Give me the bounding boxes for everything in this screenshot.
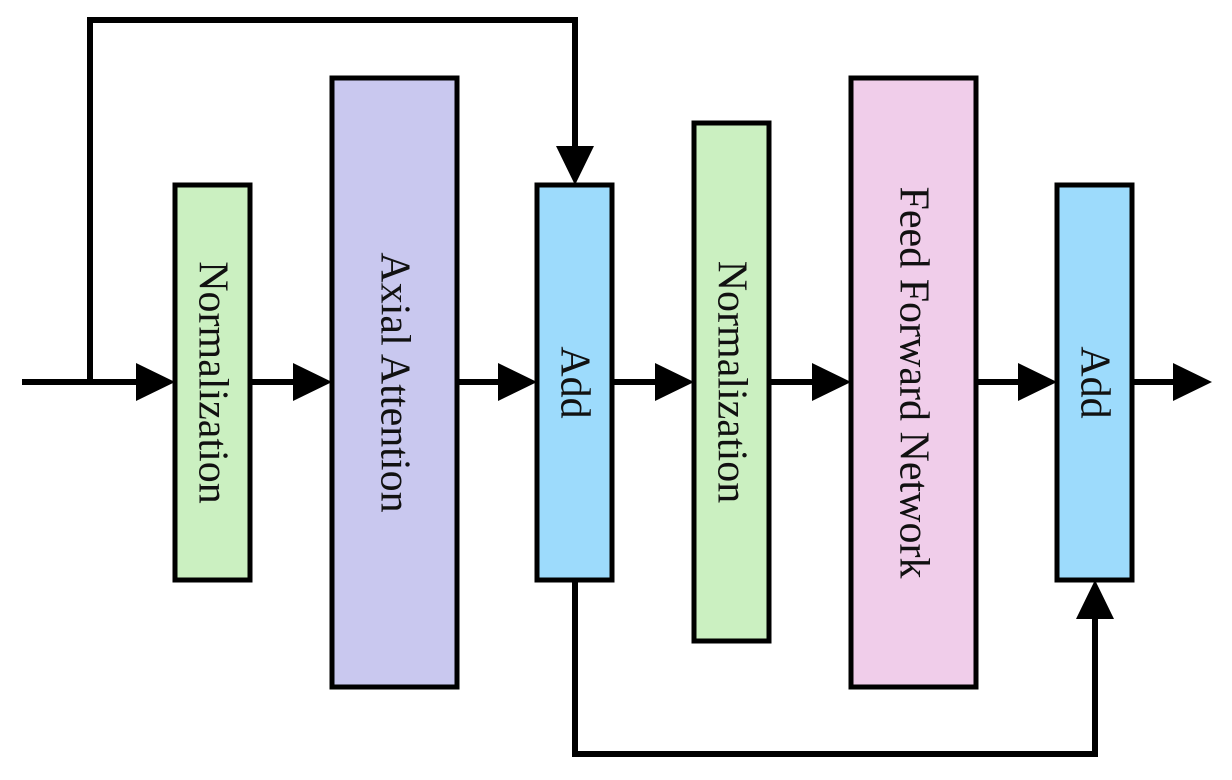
block-add-1-label: Add	[552, 346, 598, 418]
block-normalization-2[interactable]: Normalization	[691, 120, 772, 644]
block-feed-forward-network[interactable]: Feed Forward Network	[848, 75, 979, 690]
arrow-normalization-1-to-axial-attention	[250, 363, 332, 401]
block-axial-attention[interactable]: Axial Attention	[329, 75, 460, 690]
arrow-feed-forward-network-to-add-2	[976, 363, 1057, 401]
block-add-2[interactable]: Add	[1054, 182, 1135, 583]
arrow-add-2-to-output	[1132, 363, 1212, 401]
block-add-1[interactable]: Add	[534, 182, 615, 583]
skip-connection-add-1-to-add-2	[572, 580, 1114, 757]
block-normalization-1-label: Normalization	[190, 261, 236, 504]
arrow-normalization-2-to-feed-forward-network	[769, 363, 851, 401]
block-normalization-2-label: Normalization	[709, 261, 755, 504]
block-normalization-1[interactable]: Normalization	[172, 182, 253, 583]
block-axial-attention-label: Axial Attention	[372, 252, 418, 512]
block-add-2-label: Add	[1072, 346, 1118, 418]
skip-connection-input-to-add-1	[87, 17, 594, 382]
arrow-axial-attention-to-add-1	[457, 363, 537, 401]
arrow-input-to-normalization-1	[22, 363, 175, 401]
arrow-add-1-to-normalization-2	[612, 363, 694, 401]
block-feed-forward-network-label: Feed Forward Network	[891, 187, 937, 579]
